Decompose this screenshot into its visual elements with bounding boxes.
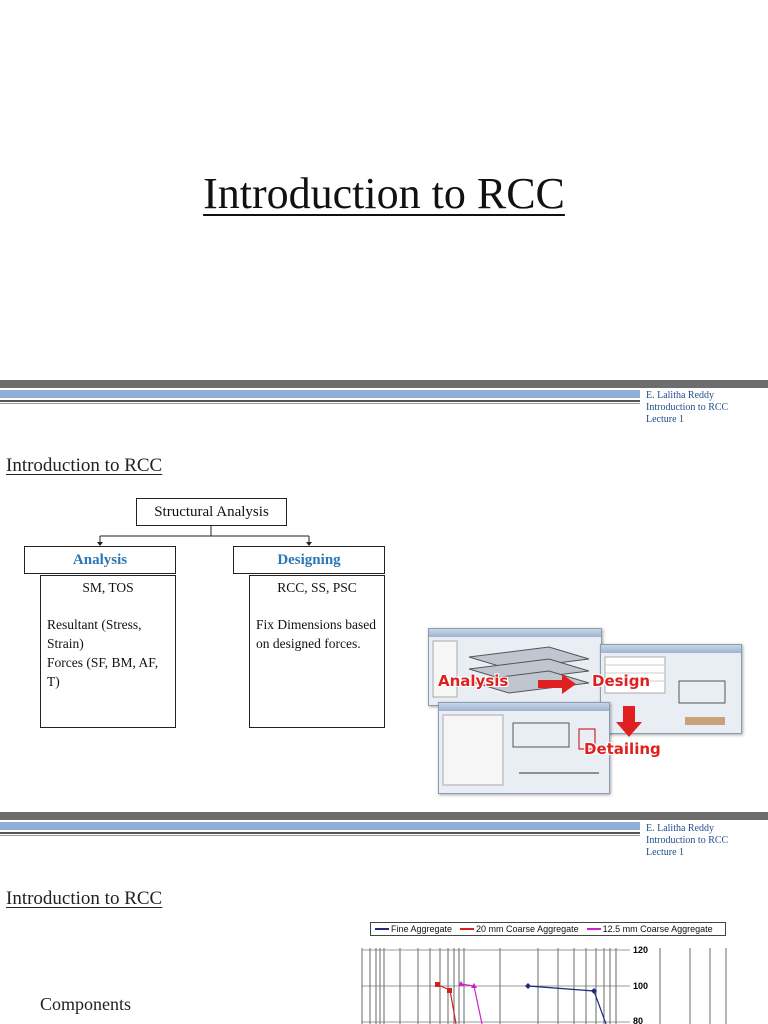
designing-details: RCC, SS, PSC Fix Dimensions based on des… [249, 575, 385, 728]
y-tick-label: 100 [633, 981, 648, 991]
slide-title: Introduction to RCC [203, 169, 565, 218]
detailing-window [438, 702, 610, 794]
y-tick-label: 120 [633, 945, 648, 955]
slide-footer: E. Lalitha Reddy Introduction to RCC Lec… [646, 823, 728, 859]
legend-item: 20 mm Coarse Aggregate [460, 923, 579, 935]
legend-item: 12.5 mm Coarse Aggregate [586, 923, 713, 935]
footer-course: Introduction to RCC [646, 402, 729, 413]
software-workflow-image: Analysis Design Detailing [424, 624, 744, 794]
footer-author: E. Lalitha Reddy [646, 823, 715, 834]
analysis-resultant: Resultant (Stress, Strain) [47, 617, 142, 651]
chart-legend: Fine Aggregate 20 mm Coarse Aggregate 12… [370, 922, 726, 936]
analysis-subjects: SM, TOS [82, 580, 134, 595]
analysis-window [428, 628, 602, 706]
analysis-forces: Forces (SF, BM, AF, T) [47, 655, 159, 689]
analysis-overlay-label: Analysis [438, 672, 509, 690]
y-tick-label: 80 [633, 1016, 643, 1024]
arrow-down-icon [616, 706, 642, 737]
footer-author: E. Lalitha Reddy [646, 390, 715, 401]
designing-subjects: RCC, SS, PSC [277, 580, 357, 595]
footer-lecture: Lecture 1 [646, 847, 685, 858]
analysis-box: Analysis [24, 546, 176, 574]
analysis-details: SM, TOS Resultant (Stress, Strain) Force… [40, 575, 176, 728]
design-overlay-label: Design [592, 672, 651, 690]
designing-box: Designing [233, 546, 385, 574]
slide-heading: Introduction to RCC [6, 888, 163, 909]
footer-course: Introduction to RCC [646, 835, 729, 846]
arrow-right-icon [538, 674, 576, 694]
components-label: Components [40, 994, 132, 1014]
gradation-chart: 120 100 80 [361, 945, 727, 1024]
structural-analysis-box: Structural Analysis [136, 498, 287, 526]
footer-lecture: Lecture 1 [646, 414, 685, 425]
designing-dimensions: Fix Dimensions based on designed forces. [256, 617, 376, 651]
slide-footer: E. Lalitha Reddy Introduction to RCC Lec… [646, 390, 728, 426]
legend-item: Fine Aggregate [375, 923, 452, 935]
detailing-overlay-label: Detailing [584, 740, 661, 758]
slide-heading: Introduction to RCC [6, 455, 163, 476]
